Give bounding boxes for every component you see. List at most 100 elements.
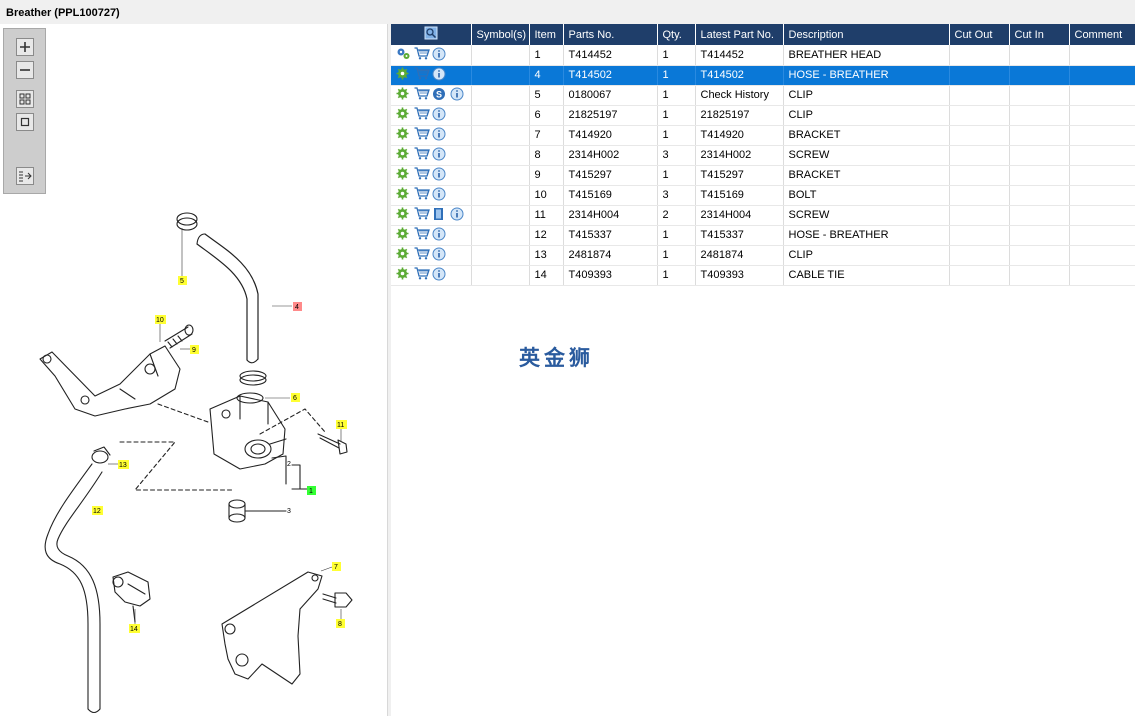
gear-icon[interactable] — [396, 87, 412, 103]
svg-text:5: 5 — [180, 278, 184, 285]
table-row[interactable]: 6 21825197 1 21825197 CLIP — [391, 105, 1135, 126]
callout-10[interactable]: 10 — [155, 315, 166, 324]
cart-icon[interactable] — [414, 267, 430, 283]
callout-12[interactable]: 12 — [92, 506, 103, 515]
gear-icon[interactable] — [396, 127, 412, 143]
column-header-qty[interactable]: Qty. — [657, 24, 696, 45]
callout-1[interactable]: 1 — [307, 486, 316, 495]
table-row[interactable]: 8 2314H002 3 2314H002 SCREW — [391, 145, 1135, 166]
supersession-icon[interactable]: S — [432, 87, 448, 103]
symbols-cell — [471, 65, 530, 86]
callout-8[interactable]: 8 — [336, 619, 345, 628]
gear-icon[interactable] — [396, 227, 412, 243]
cut-in-cell — [1009, 165, 1070, 186]
callout-13[interactable]: 13 — [118, 460, 129, 469]
callout-5[interactable]: 5 — [178, 276, 187, 285]
info-icon[interactable] — [432, 247, 448, 263]
svg-text:S: S — [436, 90, 442, 100]
description-cell: HOSE - BREATHER — [783, 225, 950, 246]
cut-out-cell — [949, 145, 1010, 166]
gear-icon[interactable] — [396, 67, 412, 83]
column-header-comment[interactable]: Comment — [1069, 24, 1135, 45]
latest-part-no-cell: T415169 — [695, 185, 784, 206]
column-header-latest-part-no[interactable]: Latest Part No. — [695, 24, 784, 45]
cart-icon[interactable] — [414, 187, 430, 203]
table-row[interactable]: 11 2314H004 2 2314H004 SCREW — [391, 205, 1135, 226]
zoom-in-button[interactable] — [16, 38, 34, 56]
cart-icon[interactable] — [414, 87, 430, 103]
info-icon[interactable] — [432, 47, 448, 63]
gear-icon[interactable] — [396, 207, 412, 223]
info-icon[interactable] — [450, 207, 466, 223]
column-header-item[interactable]: Item — [529, 24, 564, 45]
cut-in-cell — [1009, 85, 1070, 106]
column-header-cut-out[interactable]: Cut Out — [949, 24, 1010, 45]
cut-out-cell — [949, 185, 1010, 206]
info-icon[interactable] — [450, 87, 466, 103]
gears-icon[interactable] — [396, 47, 412, 63]
info-icon[interactable] — [432, 187, 448, 203]
cart-icon[interactable] — [414, 67, 430, 83]
cart-icon[interactable] — [414, 167, 430, 183]
gear-icon[interactable] — [396, 147, 412, 163]
description-cell: CABLE TIE — [783, 265, 950, 286]
cart-icon[interactable] — [414, 47, 430, 63]
table-row[interactable]: 12 T415337 1 T415337 HOSE - BREATHER — [391, 225, 1135, 246]
cart-icon[interactable] — [414, 147, 430, 163]
column-header-parts-no[interactable]: Parts No. — [563, 24, 658, 45]
row-actions — [391, 185, 472, 206]
zoom-out-button[interactable] — [16, 61, 34, 79]
info-icon[interactable] — [432, 127, 448, 143]
table-row[interactable]: S 5 0180067 1 Check History CLIP — [391, 85, 1135, 106]
gear-icon[interactable] — [396, 247, 412, 263]
callout-3[interactable]: 3 — [287, 508, 291, 515]
table-row[interactable]: 4 T414502 1 T414502 HOSE - BREATHER — [391, 65, 1135, 86]
info-icon[interactable] — [432, 67, 448, 83]
table-row[interactable]: 13 2481874 1 2481874 CLIP — [391, 245, 1135, 266]
search-column-header[interactable] — [391, 24, 472, 45]
cart-icon[interactable] — [414, 107, 430, 123]
cart-icon[interactable] — [414, 247, 430, 263]
gear-icon[interactable] — [396, 107, 412, 123]
table-row[interactable]: 9 T415297 1 T415297 BRACKET — [391, 165, 1135, 186]
cart-icon[interactable] — [414, 127, 430, 143]
info-icon[interactable] — [432, 267, 448, 283]
info-icon[interactable] — [432, 227, 448, 243]
table-row[interactable]: 14 T409393 1 T409393 CABLE TIE — [391, 265, 1135, 286]
info-icon[interactable] — [432, 107, 448, 123]
row-actions — [391, 105, 472, 126]
fit-all-button[interactable] — [16, 90, 34, 108]
callout-11[interactable]: 11 — [336, 420, 347, 429]
callout-2[interactable]: 2 — [287, 461, 291, 468]
latest-part-no-cell: T415337 — [695, 225, 784, 246]
row-actions — [391, 245, 472, 266]
table-row[interactable]: 10 T415169 3 T415169 BOLT — [391, 185, 1135, 206]
description-cell: CLIP — [783, 85, 950, 106]
gear-icon[interactable] — [396, 167, 412, 183]
callout-6[interactable]: 6 — [291, 393, 300, 402]
info-icon[interactable] — [432, 167, 448, 183]
parts-list-pane: Symbol(s) Item Parts No. Qty. Latest Par… — [391, 24, 1135, 716]
fit-window-button[interactable] — [16, 113, 34, 131]
cut-out-cell — [949, 45, 1010, 66]
info-icon[interactable] — [432, 147, 448, 163]
svg-text:2: 2 — [287, 461, 291, 468]
table-row[interactable]: 7 T414920 1 T414920 BRACKET — [391, 125, 1135, 146]
export-list-button[interactable] — [16, 167, 34, 185]
callout-7[interactable]: 7 — [332, 562, 341, 571]
callout-4[interactable]: 4 — [293, 302, 302, 311]
cart-icon[interactable] — [414, 227, 430, 243]
column-header-cut-in[interactable]: Cut In — [1009, 24, 1070, 45]
exploded-parts-diagram[interactable]: 5 4 10 9 6 11 13 2 1 3 12 7 8 14 — [0, 24, 388, 716]
table-row[interactable]: 1 T414452 1 T414452 BREATHER HEAD — [391, 45, 1135, 66]
book-icon[interactable] — [432, 207, 448, 223]
gear-icon[interactable] — [396, 187, 412, 203]
comment-cell — [1069, 85, 1135, 106]
column-header-symbols[interactable]: Symbol(s) — [471, 24, 530, 45]
column-header-description[interactable]: Description — [783, 24, 950, 45]
gear-icon[interactable] — [396, 267, 412, 283]
callout-9[interactable]: 9 — [190, 345, 199, 354]
diagram-pane[interactable]: 5 4 10 9 6 11 13 2 1 3 12 7 8 14 — [0, 24, 388, 716]
callout-14[interactable]: 14 — [129, 624, 140, 633]
cart-icon[interactable] — [414, 207, 430, 223]
